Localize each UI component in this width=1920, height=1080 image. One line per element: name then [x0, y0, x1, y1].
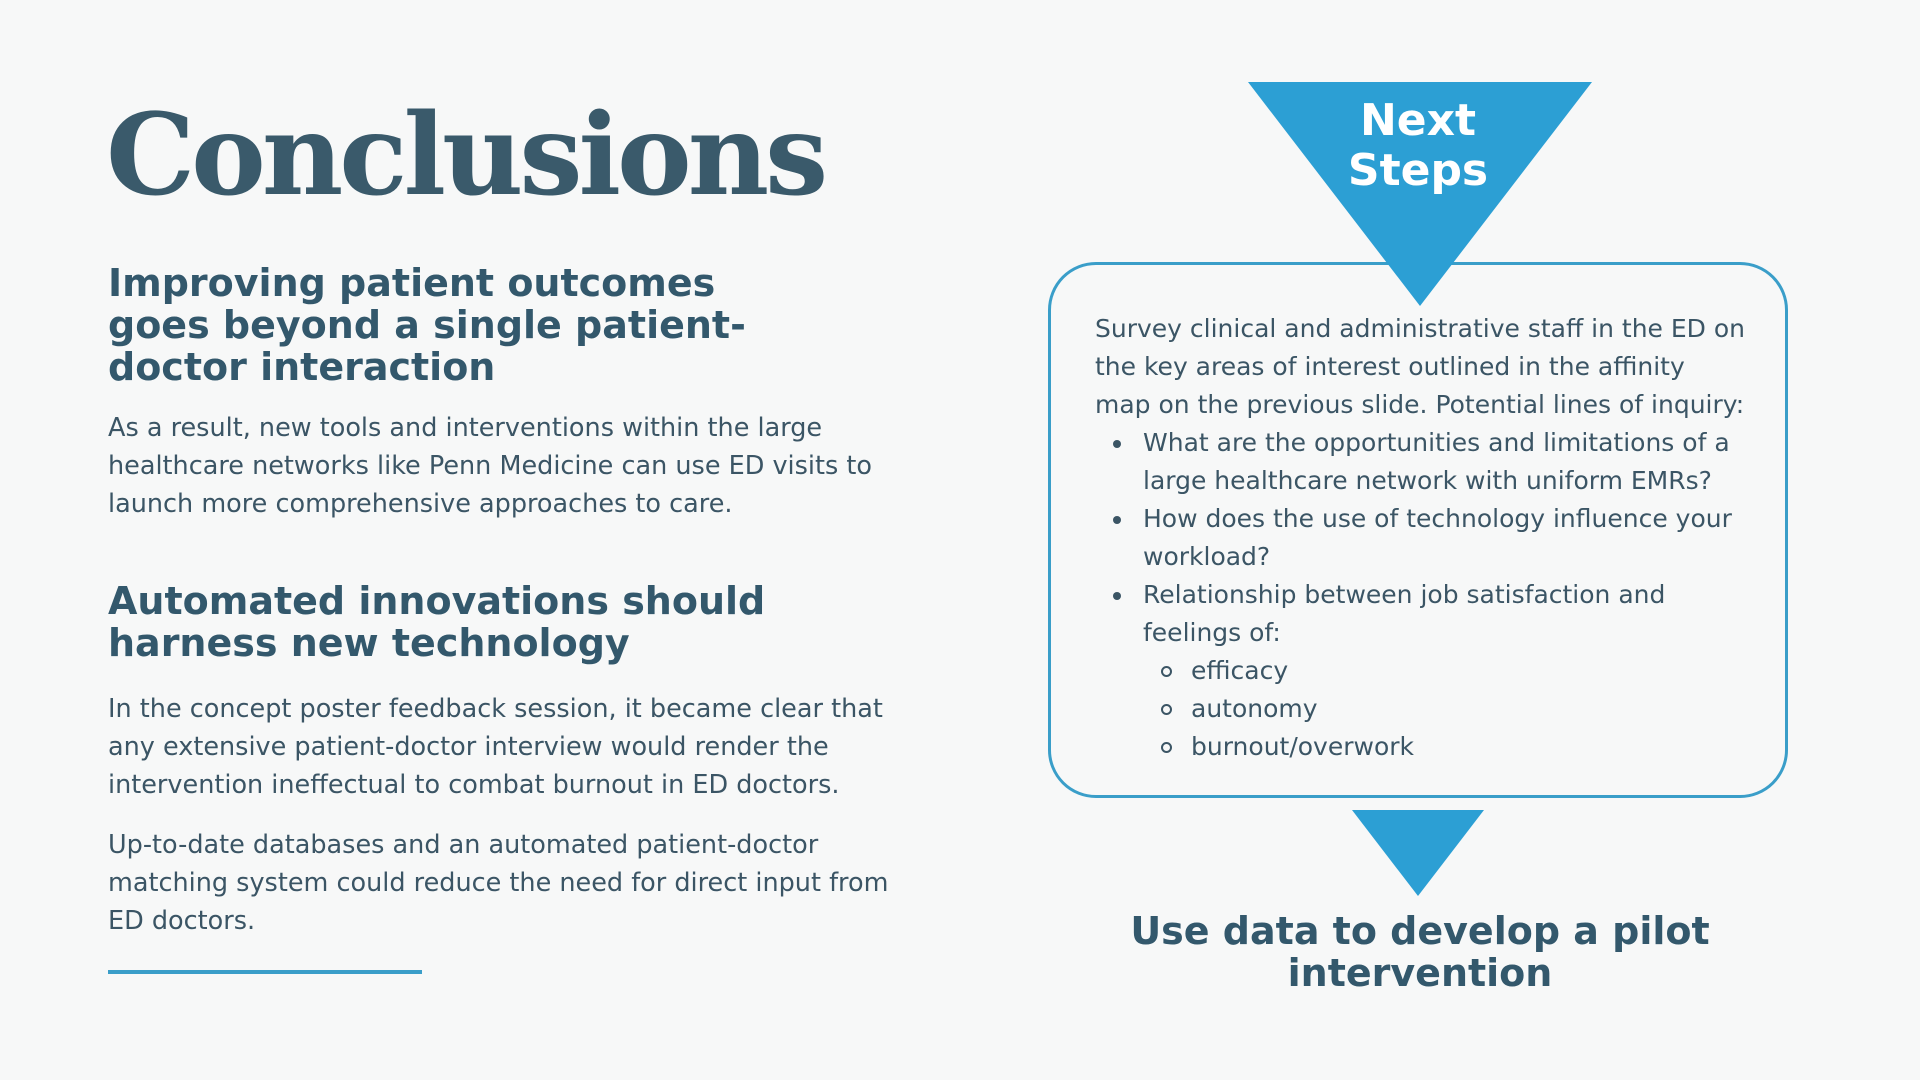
feelings-sublist: efficacy autonomy burnout/overwork [1143, 652, 1745, 766]
list-item: What are the opportunities and limitatio… [1095, 424, 1745, 500]
sub-list-item: efficacy [1143, 652, 1745, 690]
section-heading-automation: Automated innovations should harness new… [108, 579, 766, 665]
next-steps-label: Next Steps [1347, 95, 1489, 196]
sub-list-item: burnout/overwork [1143, 728, 1745, 766]
section-paragraph-feedback: In the concept poster feedback session, … [108, 694, 883, 800]
accent-divider [108, 970, 422, 974]
next-steps-outcome: Use data to develop a pilot intervention [1130, 909, 1710, 995]
next-steps-content: Survey clinical and administrative staff… [1095, 310, 1745, 766]
section-heading-outcomes: Improving patient outcomes goes beyond a… [108, 261, 746, 389]
list-item-label: Relationship between job satisfaction an… [1143, 580, 1666, 647]
slide-title: Conclusions [106, 90, 828, 221]
down-arrow-triangle [1352, 810, 1484, 896]
sub-list-item: autonomy [1143, 690, 1745, 728]
list-item: How does the use of technology influence… [1095, 500, 1745, 576]
section-paragraph-outcomes: As a result, new tools and interventions… [108, 413, 873, 519]
next-steps-triangle [1248, 82, 1592, 306]
inquiry-list: What are the opportunities and limitatio… [1095, 424, 1745, 766]
section-paragraph-databases: Up-to-date databases and an automated pa… [108, 830, 889, 936]
list-item: Relationship between job satisfaction an… [1095, 576, 1745, 766]
next-steps-intro: Survey clinical and administrative staff… [1095, 314, 1746, 419]
